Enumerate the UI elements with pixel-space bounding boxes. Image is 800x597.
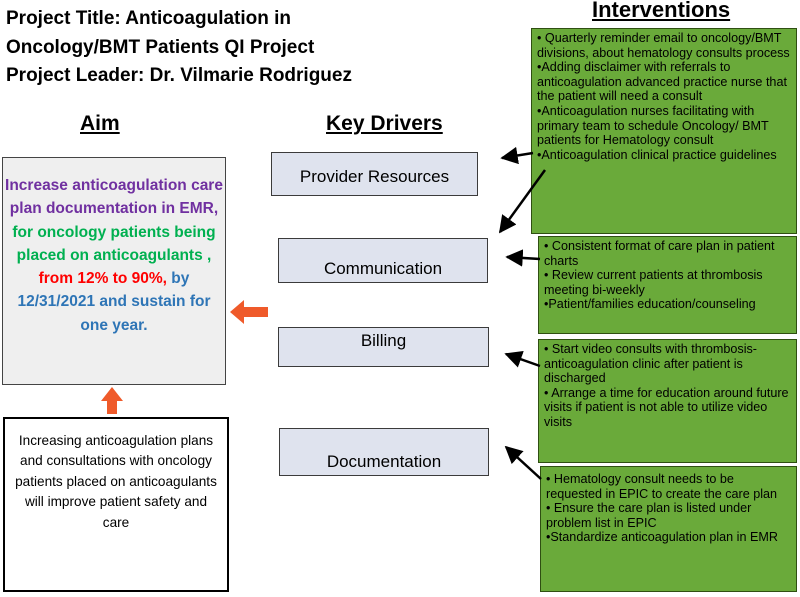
driver-documentation: Documentation	[279, 428, 489, 476]
intervention-item: • Review current patients at thrombosis …	[544, 268, 763, 297]
intervention-item: • Consistent format of care plan in pati…	[544, 239, 775, 268]
driver-provider-resources: Provider Resources	[271, 152, 478, 196]
driver-communication: Communication	[278, 238, 488, 283]
driver-label: Provider Resources	[299, 167, 450, 186]
project-leader: Project Leader: Dr. Vilmarie Rodriguez	[6, 65, 352, 86]
intervention-item: • Arrange a time for education around fu…	[544, 385, 789, 429]
aim-population-text: for oncology patients being placed on an…	[12, 223, 216, 264]
intervention-item: • Hematology consult needs to be request…	[546, 472, 778, 501]
aim-timeline-text: by 12/31/2021 and sustain for one year.	[17, 270, 211, 334]
arrow-communication	[505, 249, 541, 267]
driver-label: Documentation	[326, 452, 442, 471]
aim-goal-text: Increase anticoagulation care plan docum…	[5, 177, 223, 218]
arrow-provider-to-communication	[498, 169, 547, 234]
driver-billing: Billing	[278, 327, 489, 367]
interventions-provider-box: • Quarterly reminder email to oncology/B…	[531, 28, 797, 234]
intervention-item: • Ensure the care plan is listed under p…	[546, 501, 752, 530]
intervention-item: • Quarterly reminder email to oncology/B…	[537, 31, 790, 60]
interventions-heading: Interventions	[592, 0, 731, 22]
interventions-documentation-box: • Hematology consult needs to be request…	[540, 466, 797, 592]
arrow-orange-to-aim	[230, 300, 268, 324]
driver-label: Billing	[360, 331, 407, 350]
interventions-billing-box: • Start video consults with thrombosis-a…	[538, 339, 797, 463]
intervention-item: •Standardize anticoagulation plan in EMR	[546, 530, 778, 545]
interventions-communication-box: • Consistent format of care plan in pati…	[538, 236, 797, 334]
hypothesis-box: Increasing anticoagulation plans and con…	[3, 417, 229, 592]
arrow-documentation	[504, 445, 542, 480]
project-title-line-1: Project Title: Anticoagulation in	[6, 8, 292, 29]
aim-statement-box: Increase anticoagulation care plan docum…	[2, 157, 226, 385]
intervention-item: • Start video consults with thrombosis-a…	[544, 342, 757, 386]
intervention-item: •Anticoagulation clinical practice guide…	[537, 147, 777, 162]
aim-heading: Aim	[80, 112, 120, 135]
arrow-billing	[504, 350, 541, 368]
intervention-item: •Patient/families education/counseling	[544, 297, 756, 312]
key-drivers-heading: Key Drivers	[326, 112, 443, 135]
intervention-item: •Adding disclaimer with referrals to ant…	[537, 60, 787, 104]
arrow-provider-to-provider	[500, 146, 534, 165]
arrow-orange-up-to-aim	[101, 387, 123, 414]
project-title-line-2: Oncology/BMT Patients QI Project	[6, 37, 315, 58]
aim-target-text: from 12% to 90%,	[38, 270, 167, 288]
intervention-item: •Anticoagulation nurses facilitating wit…	[537, 103, 769, 148]
driver-label: Communication	[323, 259, 443, 278]
